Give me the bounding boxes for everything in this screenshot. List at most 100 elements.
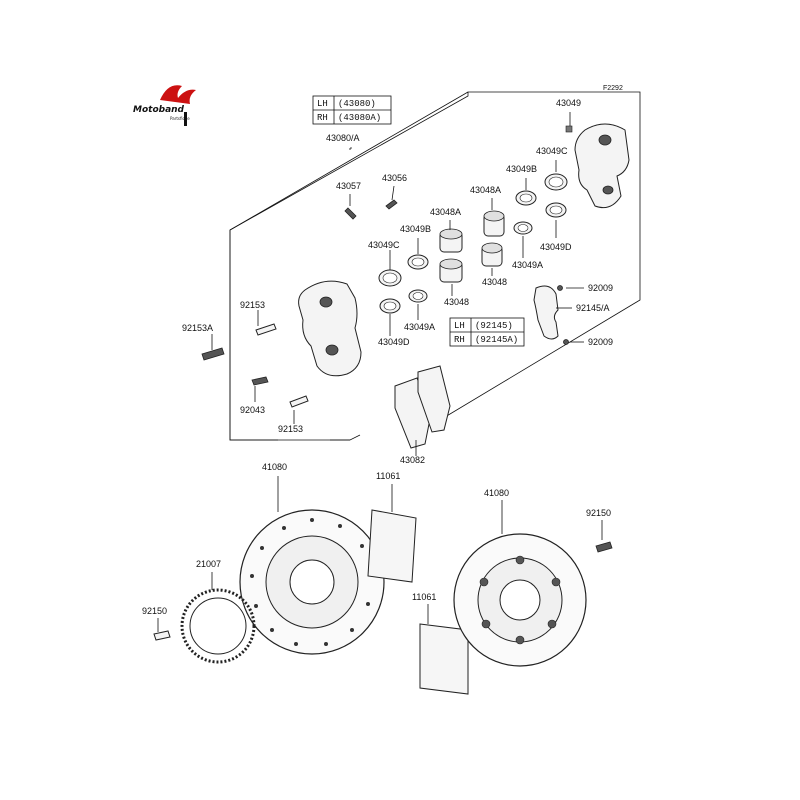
brake-pad-rear xyxy=(417,365,451,433)
disc-left-hole xyxy=(350,628,354,632)
label-92009-bottom: 92009 xyxy=(588,337,613,347)
screw-92009-top xyxy=(557,285,563,291)
disc-right-button xyxy=(547,619,557,629)
label-21007: 21007 xyxy=(196,559,221,569)
disc-left-hole xyxy=(366,602,370,606)
label-92150-right: 92150 xyxy=(586,508,611,518)
leader-line xyxy=(391,185,395,201)
disc-left-hole xyxy=(360,544,364,548)
disc-left-hole xyxy=(310,518,314,522)
seal-43049c-left-inner xyxy=(382,272,398,284)
seal-43049d-left-inner xyxy=(383,301,397,311)
label-43048-left: 43048 xyxy=(444,297,469,307)
label-41080-right: 41080 xyxy=(484,488,509,498)
logo-subtext: Partsfiche xyxy=(170,116,190,121)
caliper-left-bore-top xyxy=(319,296,333,308)
caliper-right-half xyxy=(565,123,630,209)
bracket-box-rh-part: (92145A) xyxy=(475,335,518,345)
bracket-box-lh-part: (92145) xyxy=(475,321,513,331)
piston-43048a-right-top xyxy=(483,210,505,222)
piston-43048-left-top xyxy=(439,258,463,270)
leader-lines xyxy=(157,112,603,632)
disc-right-button xyxy=(481,619,491,629)
brake-disc-right xyxy=(453,533,587,667)
caliper-assembly-label: 43080/A xyxy=(326,133,360,143)
label-43049-top: 43049 xyxy=(556,98,581,108)
bolt-92153a xyxy=(201,347,225,361)
logo-text: Motoband xyxy=(133,105,185,115)
abs-ring-21007 xyxy=(180,588,256,664)
seal-43049a-left-inner xyxy=(412,292,424,300)
disc-left-hole xyxy=(338,524,342,528)
seal-43049b-left-inner xyxy=(411,257,425,267)
part-labels: 43049 43049C 43049B 43048A 43048A 43049B… xyxy=(142,98,613,616)
logo-bar xyxy=(184,112,187,126)
label-92153-upper: 92153 xyxy=(240,300,265,310)
disc-left-hole xyxy=(250,574,254,578)
label-43048a-right: 43048A xyxy=(470,185,501,195)
label-43082: 43082 xyxy=(400,455,425,465)
disc-left-hole xyxy=(324,642,328,646)
disc-right-button xyxy=(479,577,489,587)
figure-code: F2292 xyxy=(603,85,623,92)
abs-ring-inner xyxy=(189,597,247,655)
disc-left-hub xyxy=(289,559,335,605)
label-43056: 43056 xyxy=(382,173,407,183)
bracket-92145 xyxy=(533,285,569,345)
label-11061-lower: 11061 xyxy=(412,592,436,602)
assembly-frame-left xyxy=(229,91,469,441)
bolts xyxy=(201,323,309,408)
label-41080-left: 41080 xyxy=(262,462,287,472)
seal-43049c-right-inner xyxy=(548,176,564,188)
bolt-92153-upper xyxy=(255,323,277,336)
disc-right-button xyxy=(515,555,525,565)
disc-left-holes xyxy=(250,518,374,646)
seals-left xyxy=(378,228,463,314)
screw-92009-bottom xyxy=(563,339,569,345)
disc-left-hole xyxy=(270,628,274,632)
abs-ring-outer xyxy=(180,588,256,664)
caliper-box-rh-part: (43080A) xyxy=(338,113,381,123)
label-43049d-right: 43049D xyxy=(540,242,572,252)
gaskets-11061 xyxy=(367,509,469,695)
label-43049a-left: 43049A xyxy=(404,322,435,332)
piston-43048a-left-top xyxy=(439,228,463,240)
caliper-part-box: LH (43080) RH (43080A) 43080/A xyxy=(312,95,392,143)
gasket-lower xyxy=(419,623,469,695)
brake-pads-43082 xyxy=(394,365,451,449)
label-43049b-right: 43049B xyxy=(506,164,537,174)
label-92153a: 92153A xyxy=(182,323,213,333)
bracket-part-box: LH (92145) RH (92145A) xyxy=(449,317,525,347)
disc-right-hub xyxy=(499,579,541,621)
caliper-right-bore-bottom xyxy=(602,185,614,195)
bleeder-43057 xyxy=(344,207,357,220)
disc-right-button xyxy=(551,577,561,587)
disc-left-hole xyxy=(294,642,298,646)
bolt-92150-left xyxy=(153,630,171,641)
caliper-box-lh-part: (43080) xyxy=(338,99,376,109)
seals-right xyxy=(481,173,568,267)
label-43049b-left: 43049B xyxy=(400,224,431,234)
disc-left-hole xyxy=(260,546,264,550)
caliper-left-bore-bottom xyxy=(325,344,339,356)
bolt-92153-lower xyxy=(289,395,309,408)
seal-43049d-right-inner xyxy=(549,205,563,215)
label-11061-upper: 11061 xyxy=(376,471,400,481)
seal-43049b-right-inner xyxy=(519,193,533,203)
caliper-box-lh-side: LH xyxy=(317,99,328,109)
label-92145a: 92145/A xyxy=(576,303,610,313)
bolt-92150-right xyxy=(595,541,613,553)
caliper-box-rh-side: RH xyxy=(317,113,328,123)
brake-disc-left xyxy=(239,509,385,655)
flame-wing-icon xyxy=(160,85,196,104)
label-43049d-left: 43049D xyxy=(378,337,410,347)
pin-92043 xyxy=(251,376,269,386)
label-43048a-left: 43048A xyxy=(430,207,461,217)
caliper-right-bore-top xyxy=(598,134,612,146)
label-43048-right: 43048 xyxy=(482,277,507,287)
label-43049c-left: 43049C xyxy=(368,240,400,250)
bleeder-43049 xyxy=(565,125,573,133)
disc-right-buttons xyxy=(479,555,561,645)
seal-43049a-right-inner xyxy=(517,224,529,232)
